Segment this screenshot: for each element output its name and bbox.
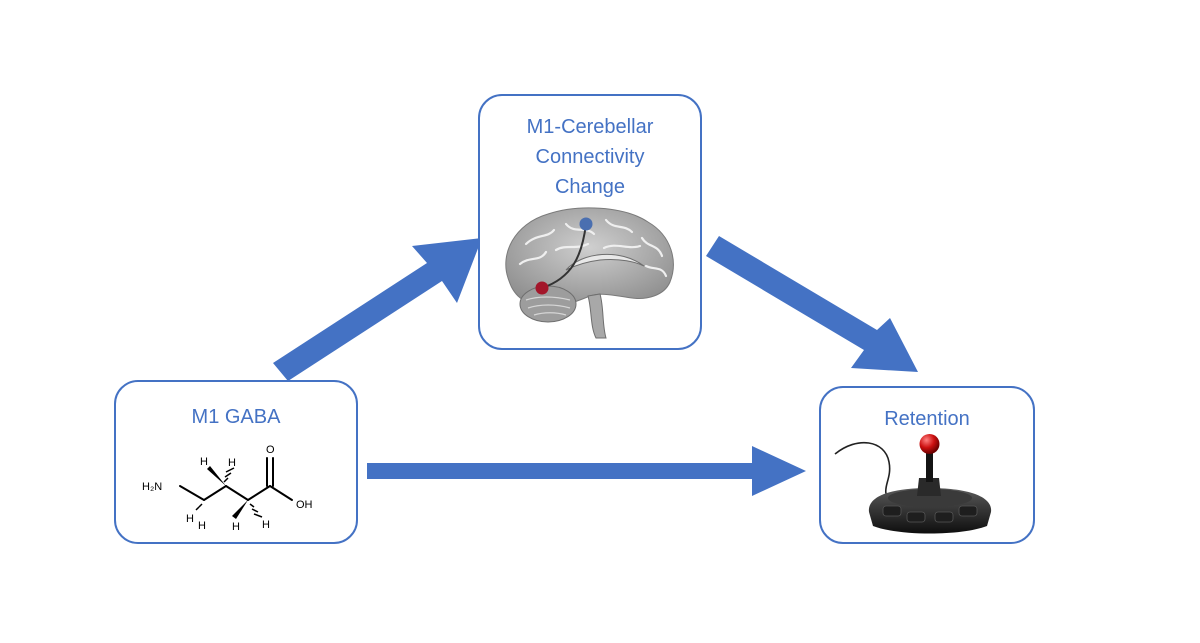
arrow-gaba-to-connectivity	[273, 238, 482, 381]
molecule-hydrogen-label: H	[228, 457, 236, 469]
molecule-amine-label: H₂N	[142, 481, 162, 493]
node-m1-gaba: M1 GABA	[114, 380, 358, 544]
molecule-hydrogen-label: H	[232, 521, 240, 533]
arrow-gaba-to-retention	[367, 446, 806, 496]
connectivity-link	[541, 223, 587, 289]
node-connectivity-change: M1-Cerebellar Connectivity Change	[478, 94, 702, 350]
joystick-icon	[834, 434, 992, 534]
brain-sagittal-icon	[505, 207, 674, 339]
node-m1-gaba-label: M1 GABA	[191, 406, 281, 428]
cerebellum-target-dot	[535, 281, 549, 295]
gaba-molecule-icon: H₂N OH O H H H H H H	[142, 444, 313, 533]
m1-seed-dot	[579, 217, 593, 231]
arrow-connectivity-to-retention	[706, 236, 918, 372]
molecule-hydrogen-label: H	[198, 520, 206, 532]
molecule-hydroxyl-label: OH	[296, 499, 313, 511]
molecule-hydrogen-label: H	[186, 513, 194, 525]
node-retention: Retention	[819, 386, 1035, 544]
molecule-oxygen-label: O	[266, 444, 275, 456]
molecule-hydrogen-label: H	[200, 456, 208, 468]
molecule-hydrogen-label: H	[262, 519, 270, 531]
node-connectivity-change-label: M1-Cerebellar Connectivity Change	[526, 116, 654, 198]
node-retention-label: Retention	[884, 408, 970, 430]
